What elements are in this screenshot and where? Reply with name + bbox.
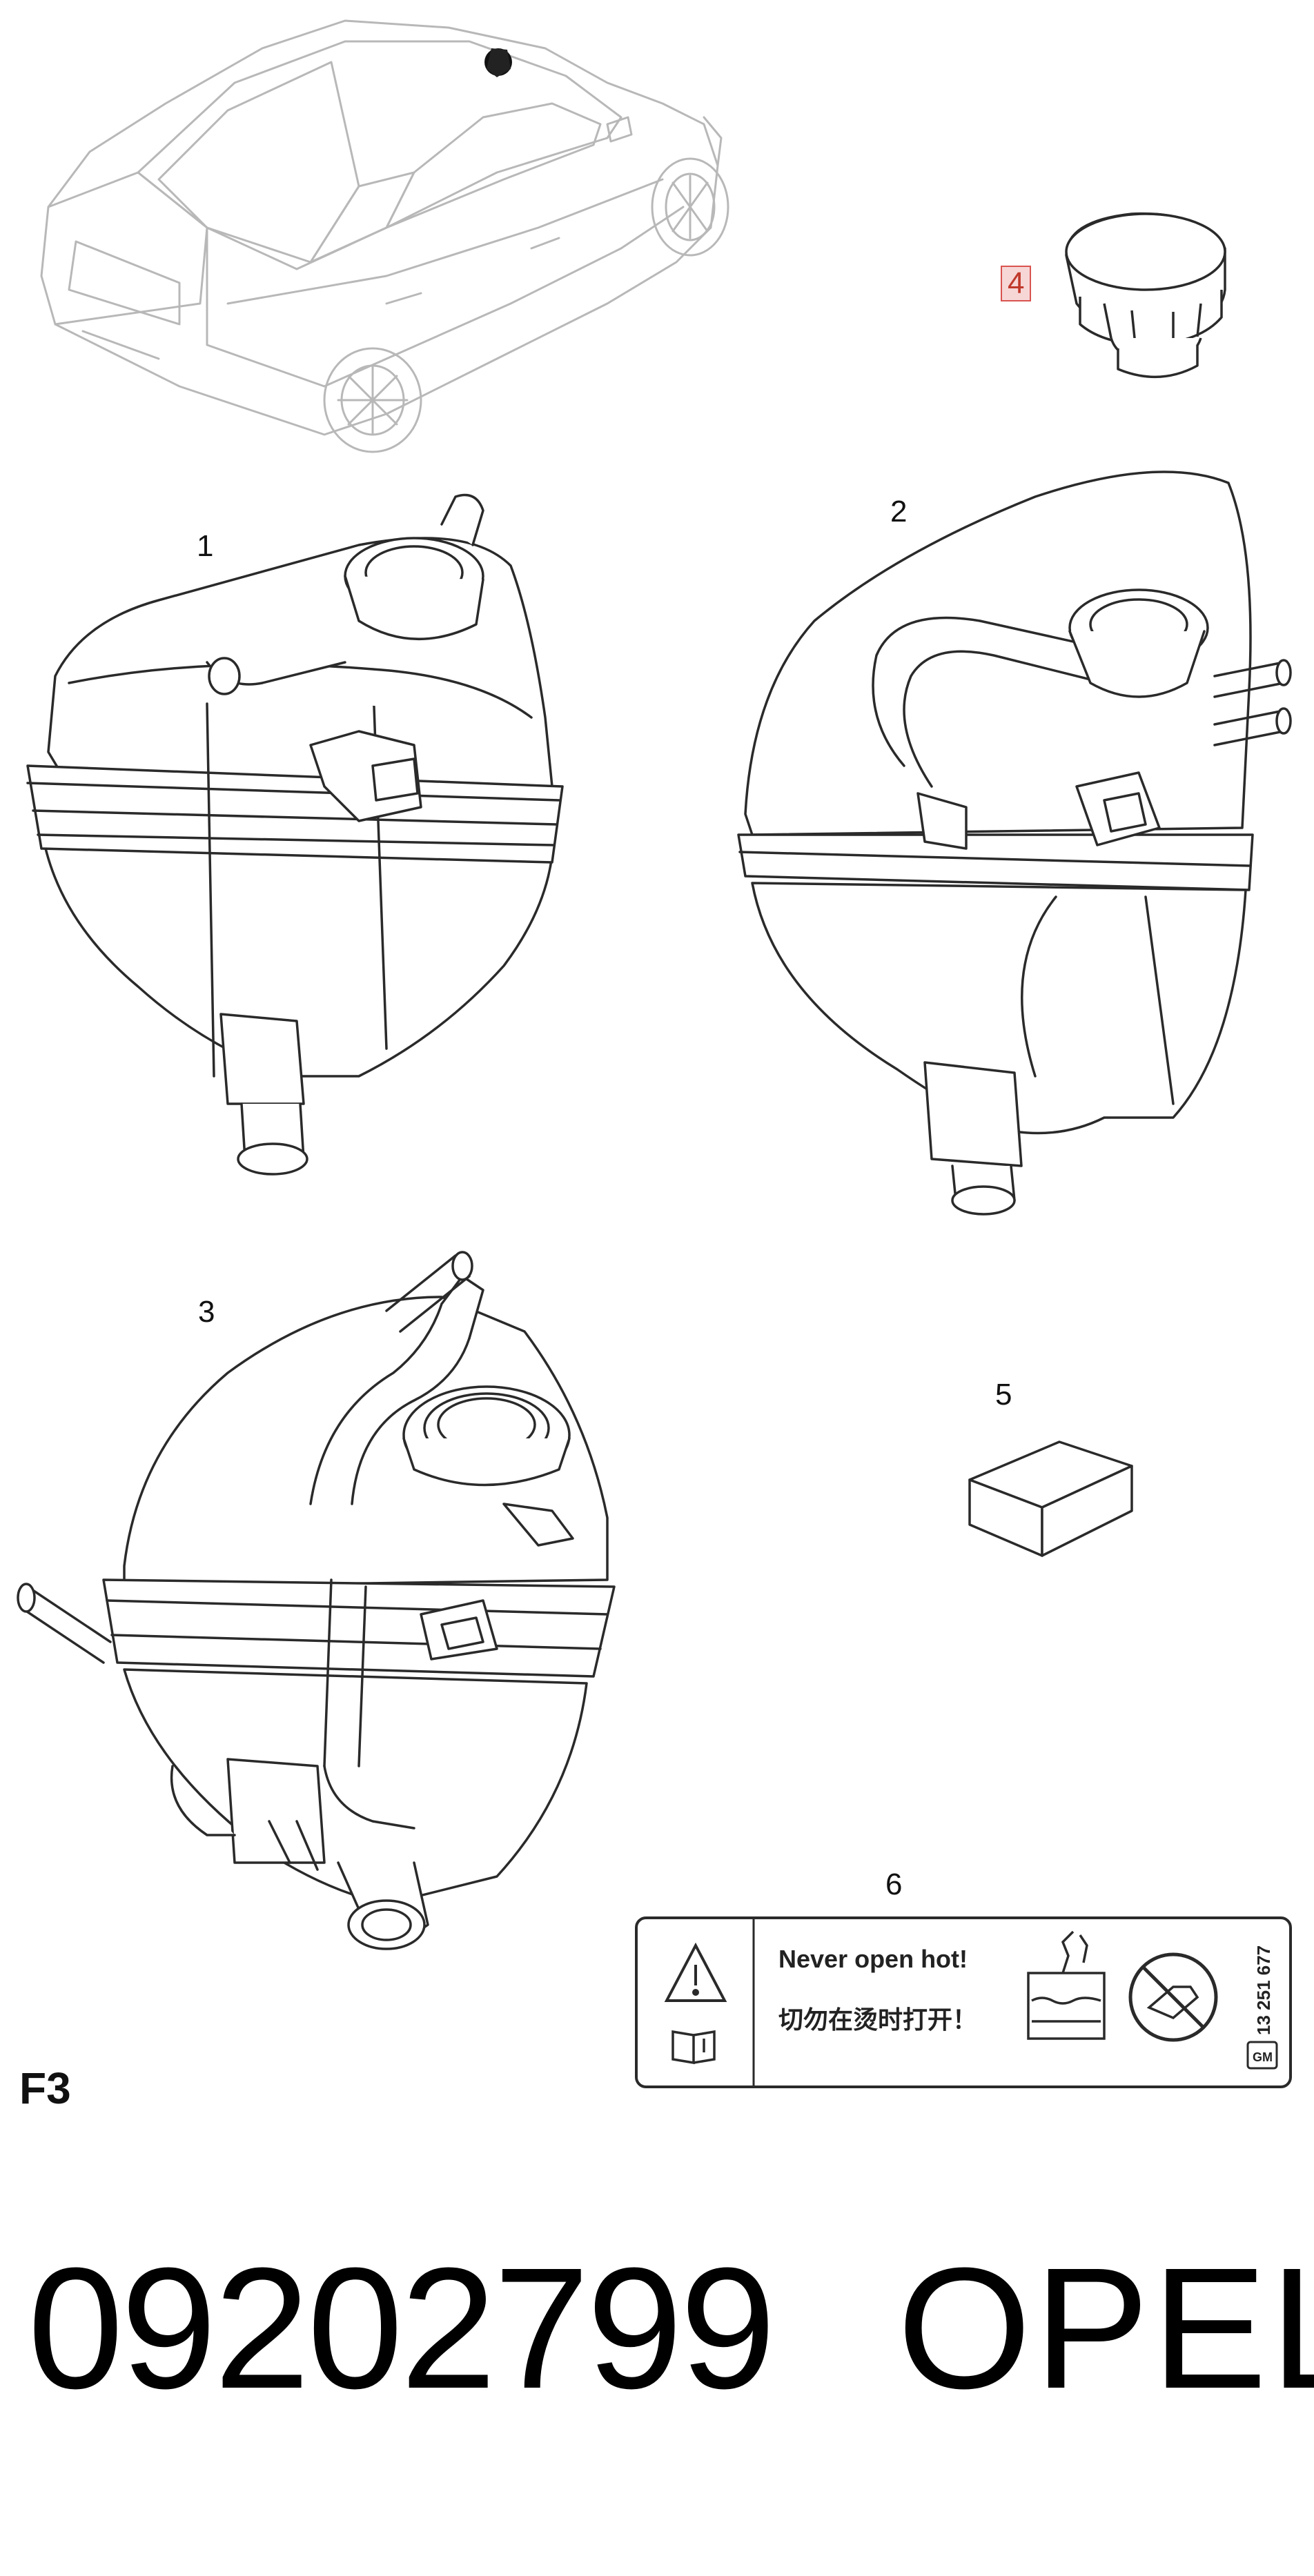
part-4-cap xyxy=(1065,212,1226,379)
callout-5: 5 xyxy=(995,1378,1012,1411)
callout-6: 6 xyxy=(885,1867,903,1901)
callout-4: 4 xyxy=(1001,266,1032,301)
part-3-reservoir xyxy=(17,1251,616,1950)
sheet-code: F3 xyxy=(19,2063,71,2113)
part-1-reservoir xyxy=(26,493,564,1176)
car-illustration xyxy=(40,19,729,453)
gm-logo-text: GM xyxy=(1253,2050,1273,2064)
callout-1: 1 xyxy=(197,529,214,563)
warning-triangle-icon xyxy=(664,1942,727,2002)
part-6-warning-label: Never open hot! 切勿在烫时打开！ 13 251 677 GM xyxy=(635,1916,1292,2088)
callout-2: 2 xyxy=(890,495,908,528)
label-warning-cn: 切勿在烫时打开！ xyxy=(778,2006,977,2034)
hot-coolant-tank-icon xyxy=(1027,1930,1106,2040)
part-2-reservoir xyxy=(737,470,1292,1216)
gm-logo-box xyxy=(1246,2041,1278,2070)
part-number: 09202799 xyxy=(28,2232,776,2424)
label-code: 13 251 677 xyxy=(1253,1945,1274,2035)
label-warning-en: Never open hot! xyxy=(778,1945,968,1973)
manual-book-icon xyxy=(671,2030,716,2065)
engine-location-marker xyxy=(484,48,512,77)
part-5-block xyxy=(968,1440,1133,1557)
callout-3: 3 xyxy=(198,1295,215,1329)
do-not-touch-icon xyxy=(1128,1952,1218,2042)
brand-name: OPEL xyxy=(897,2232,1314,2424)
